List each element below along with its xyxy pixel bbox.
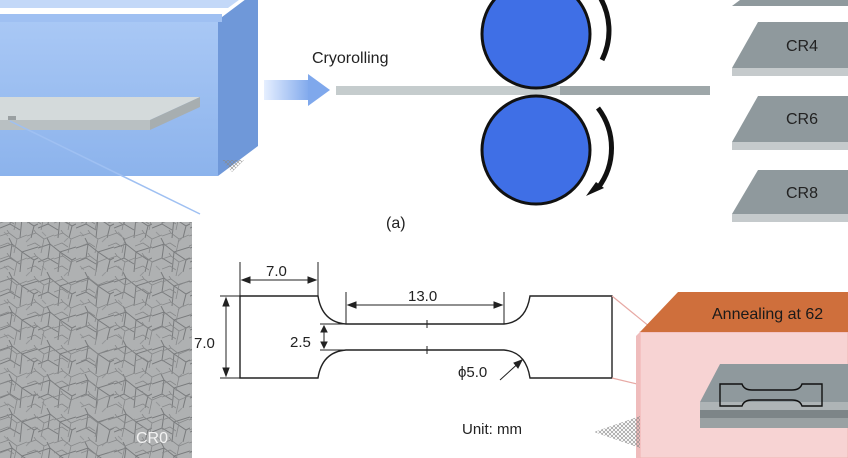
mini-specimen-icon [719,383,823,407]
dim-gauge-width: 2.5 [290,334,311,351]
bath-plate-front [0,120,150,130]
cryo-bath [0,0,258,176]
annealed-plate [700,364,848,402]
plate-cr4-label: CR4 [786,38,818,55]
dim-gauge-length: 13.0 [408,288,437,305]
cryo-bath-top [0,0,239,8]
plate-cr8: CR8 [732,170,848,222]
plate-cr6: CR6 [732,96,848,150]
cryorolling-label: Cryorolling [312,50,388,67]
upper-roll-rotation-arrow [598,0,612,62]
micrograph: CR0 [0,222,192,458]
lower-roll-rotation-arrow [595,106,614,190]
plate-cr8-label: CR8 [786,185,818,202]
annealing-label: Annealing at 62 [712,306,823,323]
dimension-lines [220,262,524,381]
process-arrow [264,74,330,106]
unit-label: Unit: mm [462,421,522,438]
plate-cr4: CR4 [732,22,848,76]
dim-grip-width: 7.0 [194,335,215,352]
plate-top-partial [732,0,848,6]
panel-label-a: (a) [386,215,406,232]
micrograph-sample-label: CR0 [136,430,168,447]
zoom-connector-line [9,120,201,215]
cryo-bath-side [218,0,258,176]
dim-fillet-radius: ϕ5.0 [458,364,487,381]
upper-roll [480,0,592,90]
dim-grip-length: 7.0 [266,263,287,280]
rolled-sheet [336,86,710,95]
annealing-top-bar [640,292,848,332]
bath-plate-top [0,97,200,120]
lower-roll [480,94,592,206]
plate-cr6-label: CR6 [786,111,818,128]
annealing-furnace: Annealing at 62 [594,292,848,458]
